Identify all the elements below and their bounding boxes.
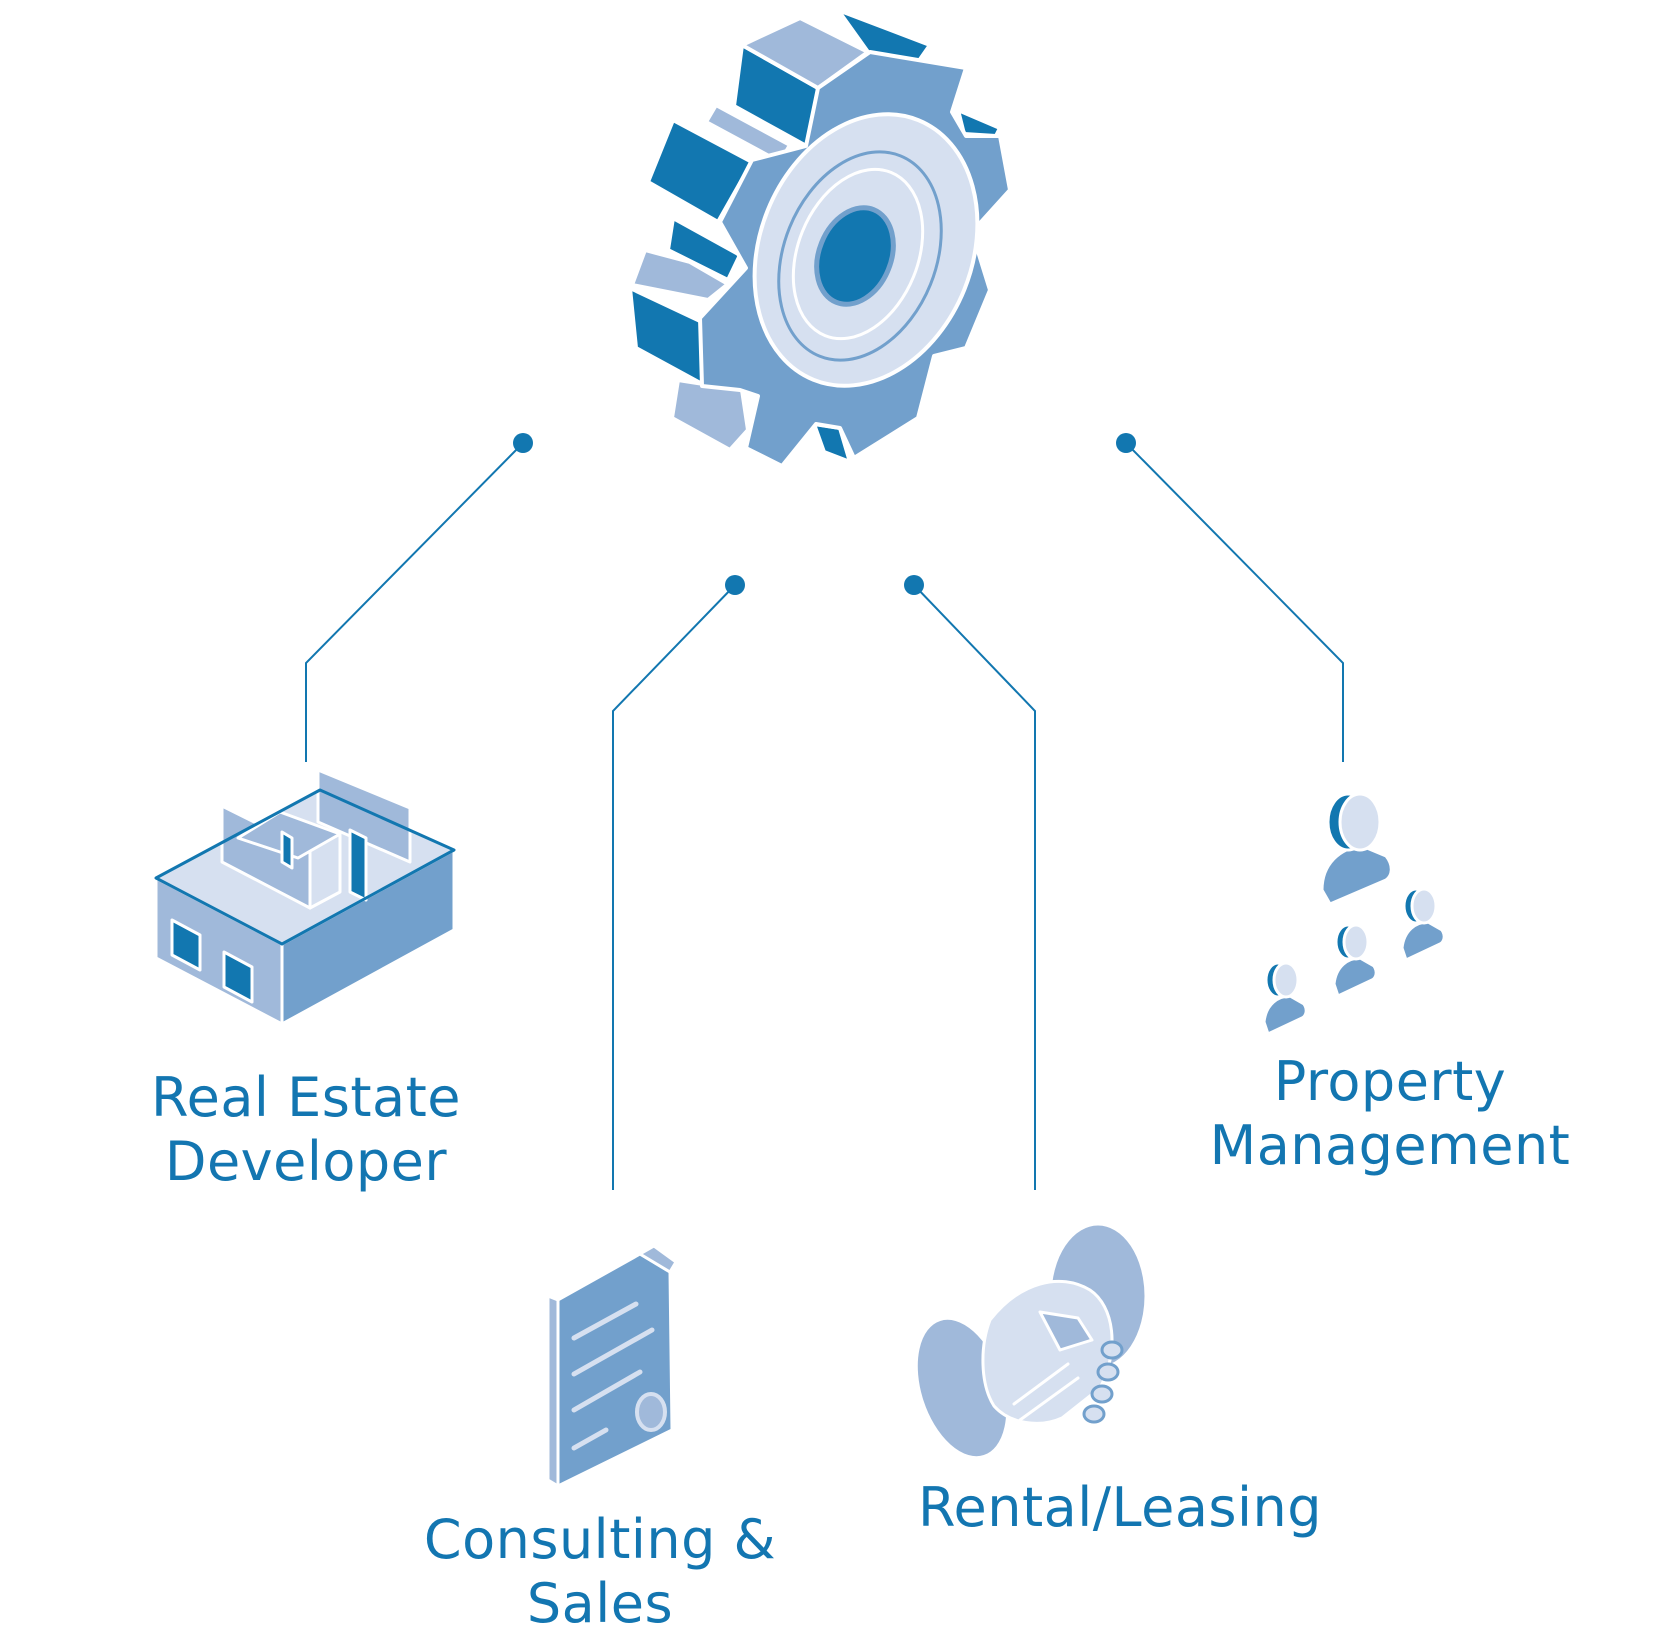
label-line: Property (1273, 1050, 1507, 1113)
connector-real-estate-developer (305, 442, 524, 762)
label-line: Rental/Leasing (917, 1476, 1323, 1539)
label-property-management: Property Management (1160, 1050, 1620, 1178)
label-rental-leasing: Rental/Leasing (880, 1476, 1360, 1540)
connector-dot (1116, 433, 1136, 453)
seal-icon (635, 1392, 667, 1432)
label-line: Management (1209, 1114, 1571, 1177)
connector-dot (725, 575, 745, 595)
person-icon (1332, 923, 1378, 998)
document-text-line (571, 1369, 643, 1413)
label-consulting-sales: Consulting & Sales (380, 1508, 820, 1636)
gear-icon (628, 8, 1012, 468)
person-icon (1320, 792, 1393, 906)
connector-rental-leasing (913, 584, 1036, 1190)
label-line: Sales (526, 1572, 674, 1635)
person-icon (1262, 961, 1308, 1036)
label-line: Real Estate (151, 1066, 461, 1129)
people-group-icon (1262, 792, 1446, 1036)
connector-property-management (1125, 442, 1344, 762)
connector-dot (513, 433, 533, 453)
connector-dot (904, 575, 924, 595)
contract-document-icon (546, 1244, 678, 1488)
label-real-estate-developer: Real Estate Developer (108, 1066, 504, 1194)
document-text-line (571, 1301, 639, 1341)
label-line: Developer (164, 1130, 448, 1193)
document-text-line (571, 1327, 655, 1377)
person-icon (1400, 887, 1446, 962)
connectors (305, 442, 1344, 1190)
connector-dots (513, 433, 1136, 595)
building-floorplan-icon (154, 768, 456, 1026)
document-text-line (571, 1427, 609, 1451)
label-line: Consulting & (423, 1508, 777, 1571)
handshake-icon (914, 1222, 1148, 1460)
connector-consulting-sales (612, 584, 736, 1190)
